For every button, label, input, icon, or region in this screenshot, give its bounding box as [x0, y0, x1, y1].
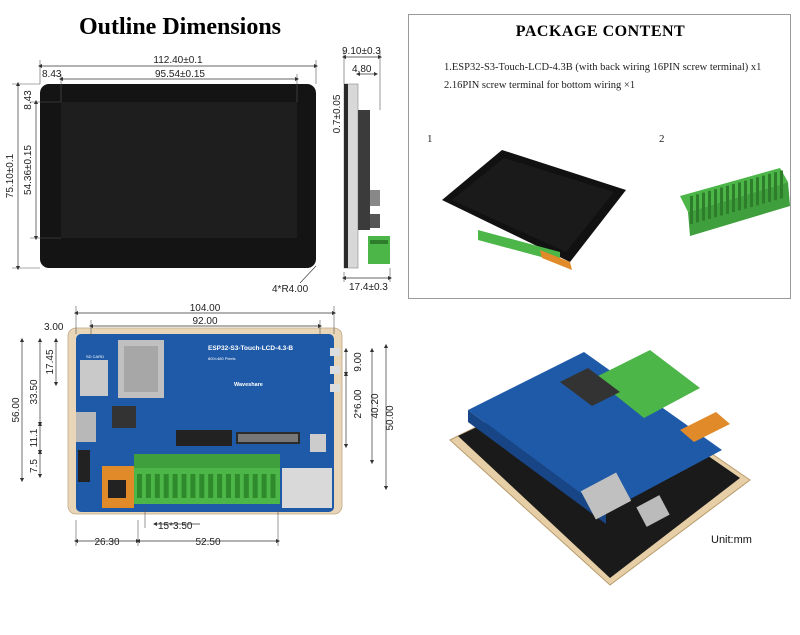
package-screw [726, 185, 729, 214]
dim-right-a: 9.00 [353, 352, 364, 372]
package-screw [768, 173, 771, 202]
dim-height-e: 7.5 [29, 459, 40, 473]
terminal-screw [172, 474, 178, 498]
dim-height-a: 17.45 [45, 349, 56, 374]
package-screw [744, 180, 747, 209]
terminal-screw [199, 474, 205, 498]
package-title: PACKAGE CONTENT [515, 23, 686, 40]
terminal-screws [137, 474, 276, 498]
dim-top-width: 112.40±0.1 [153, 55, 203, 66]
terminal-screw [261, 474, 267, 498]
dim-corner-radius: 4*R4.00 [272, 284, 309, 295]
package-screw [708, 190, 711, 219]
package-screw [714, 189, 717, 218]
package-screw [690, 196, 693, 224]
package-screw [780, 170, 783, 199]
dim-right-c: 40.20 [370, 393, 381, 418]
package-screw [720, 187, 723, 216]
board-3d-view [449, 350, 751, 586]
dim-top-offset: 3.00 [44, 322, 64, 333]
terminal-screw [217, 474, 223, 498]
package-screw [702, 192, 705, 221]
terminal-screw [181, 474, 187, 498]
package-content-panel: PACKAGE CONTENT 1.ESP32-S3-Touch-LCD-4.3… [408, 14, 791, 299]
package-label-1: 1 [427, 133, 433, 145]
dim-height: 75.10±0.1 [5, 153, 16, 198]
package-screw [732, 184, 735, 213]
package-screw [774, 172, 777, 201]
package-screw [738, 182, 741, 211]
package-screw [750, 179, 753, 207]
dim-height-b: 33.50 [29, 379, 40, 404]
dim-back-width: 104.00 [190, 303, 221, 314]
package-screw [696, 194, 699, 223]
terminal-screw [208, 474, 214, 498]
lcd-active-area [61, 102, 297, 238]
terminal-screw [145, 474, 151, 498]
terminal-screw [252, 474, 258, 498]
dim-right-d: 50.00 [385, 405, 396, 430]
terminal-screw [137, 474, 142, 498]
dim-inner-height: 54.36±0.15 [23, 145, 34, 195]
package-item-1-image [442, 150, 626, 270]
terminal-screw [270, 474, 276, 498]
terminal-screw [243, 474, 249, 498]
outline-title: Outline Dimensions [78, 14, 282, 40]
dim-side-inner: 4.80 [352, 64, 372, 75]
dim-left-margin: 8.43 [42, 69, 62, 80]
dim-glass: 0.7±0.05 [332, 94, 343, 133]
dim-right-b: 2*6.00 [353, 389, 364, 418]
board-title: ESP32-S3-Touch-LCD-4.3-B [208, 345, 293, 352]
unit-label: Unit:mm [711, 534, 752, 546]
package-item-1: 1.ESP32-S3-Touch-LCD-4.3B (with back wir… [444, 62, 762, 73]
terminal-screw [163, 474, 169, 498]
dim-bottom-left: 26.30 [94, 537, 119, 548]
sd-label: SD CARD [86, 354, 104, 359]
dim-pitch: 15*3.50 [158, 521, 193, 532]
brand-label: Waveshare [234, 382, 263, 388]
package-screw [756, 177, 759, 206]
dim-inner-width: 95.54±0.15 [155, 69, 205, 80]
dim-side-bottom: 17.4±0.3 [349, 282, 388, 293]
terminal-screw [154, 474, 160, 498]
side-view-board [358, 110, 370, 230]
terminal-screw [190, 474, 196, 498]
dim-bottom-right: 52.50 [195, 537, 220, 548]
dim-height-d: 11.1 [29, 428, 40, 447]
package-item-2: 2.16PIN screw terminal for bottom wiring… [444, 80, 636, 91]
package-item-2-image [680, 168, 790, 236]
package-screw [762, 175, 765, 204]
terminal-screw [226, 474, 231, 498]
dim-back-inner-width: 92.00 [192, 316, 217, 327]
dim-side-depth: 9.10±0.3 [342, 46, 381, 57]
board-subtitle: 800×480 Pixels [208, 356, 235, 361]
dim-height-c: 56.00 [11, 397, 22, 422]
sd-card-slot [80, 360, 108, 396]
terminal-screw [234, 474, 240, 498]
package-label-2: 2 [659, 133, 665, 145]
dim-top-margin: 8.43 [23, 90, 34, 110]
